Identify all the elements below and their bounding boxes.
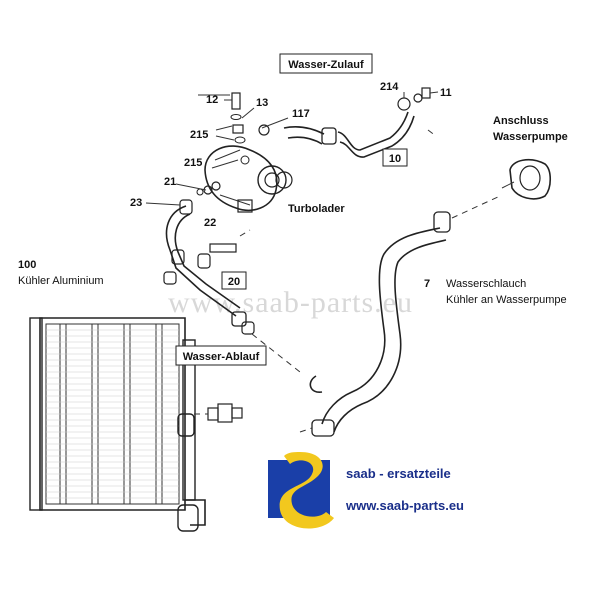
- part-10-box: [382, 148, 408, 167]
- wasser-zulauf-box: [279, 53, 373, 74]
- part-12-label: 12: [206, 94, 218, 106]
- wasser-ablauf-box: [175, 345, 267, 366]
- hose-line1-label: Wasserschlauch: [446, 278, 526, 290]
- part-23-label: 23: [130, 197, 142, 209]
- part-21-label: 21: [164, 176, 176, 188]
- part-11-label: 11: [440, 87, 452, 99]
- hose-7: [299, 195, 501, 437]
- upper-pipe-10: [283, 87, 437, 158]
- part-20-label: 20: [228, 276, 240, 288]
- brand-logo: [268, 452, 334, 529]
- part-215-label-a: 215: [190, 129, 208, 141]
- water-pump-connector: [501, 158, 552, 200]
- hose-number-label: 7: [424, 278, 430, 290]
- part-117-label: 117: [292, 108, 310, 120]
- logo-yellow-swoosh: [279, 452, 334, 529]
- brand-line1: saab - ersatzteile: [346, 466, 451, 481]
- turbocharger-drawing: [204, 145, 293, 213]
- part-215-label-b: 215: [184, 157, 202, 169]
- part-214-label: 214: [380, 81, 399, 93]
- wasser-ablauf-label: Wasser-Ablauf: [183, 351, 260, 363]
- part-13-label: 13: [256, 97, 268, 109]
- turbo-fittings: [196, 92, 270, 196]
- kuehler-number-label: 100: [18, 259, 36, 271]
- kuehler-text-label: Kühler Aluminium: [18, 275, 104, 287]
- leader-lines: [145, 91, 439, 206]
- radiator-drawing: [29, 317, 206, 532]
- watermark-text: www.saab-parts.eu: [168, 286, 413, 319]
- wasser-zulauf-label: Wasser-Zulauf: [288, 59, 364, 71]
- brand-line2: www.saab-parts.eu: [345, 498, 464, 513]
- pipe-20: [163, 199, 301, 373]
- thermo-switch-drawing: [194, 403, 243, 423]
- anschluss-label: Anschluss: [493, 115, 549, 127]
- part-20-box: [221, 271, 247, 290]
- part-22-label: 22: [204, 217, 216, 229]
- hose-line2-label: Kühler an Wasserpumpe: [446, 294, 567, 306]
- wasserpumpe-label: Wasserpumpe: [493, 131, 568, 143]
- turbolader-label: Turbolader: [288, 203, 345, 215]
- part-10-label: 10: [389, 153, 401, 165]
